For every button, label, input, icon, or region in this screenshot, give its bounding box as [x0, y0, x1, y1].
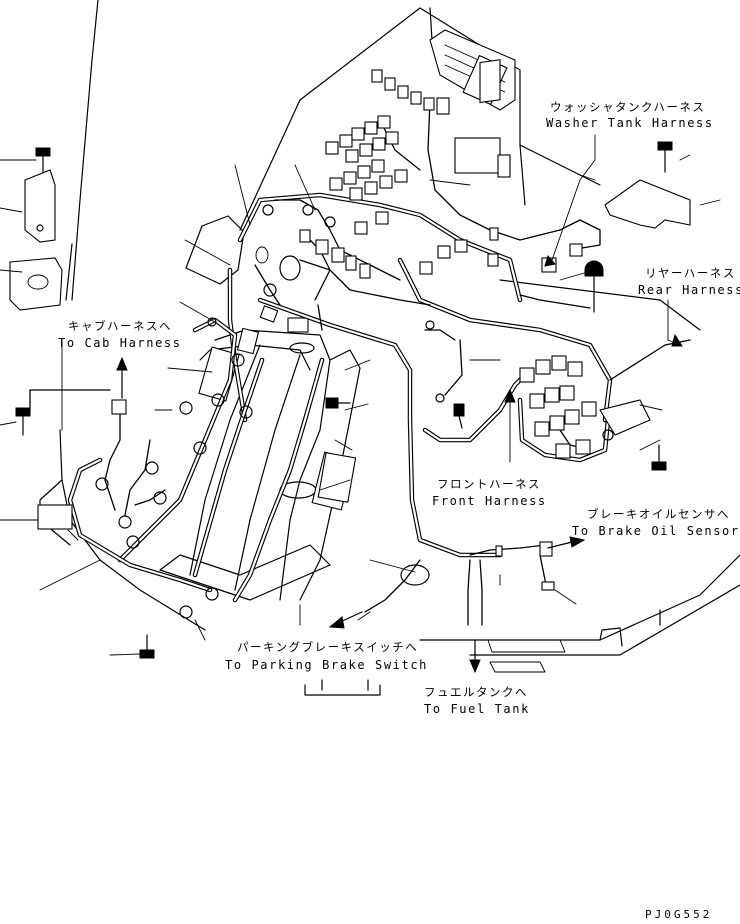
- label-brake-oil-sensor-jp: ブレーキオイルセンサへ: [587, 507, 730, 521]
- label-rear-harness-en: Rear Harness: [638, 283, 740, 297]
- label-rear-harness-jp: リヤーハーネス: [645, 266, 736, 280]
- label-cab-harness-en: To Cab Harness: [58, 336, 182, 350]
- relay-cluster: [37, 29, 691, 591]
- label-washer-tank-en: Washer Tank Harness: [546, 116, 714, 130]
- label-fuel-tank-jp: フュエルタンクへ: [424, 685, 528, 699]
- label-front-harness-jp: フロントハーネス: [437, 477, 541, 491]
- cab-frame-outline: [39, 0, 740, 696]
- label-brake-oil-sensor-en: To Brake Oil Sensor: [572, 524, 740, 538]
- arrows: [116, 254, 683, 674]
- label-fuel-tank-en: To Fuel Tank: [424, 702, 530, 716]
- steering-column: [189, 305, 361, 601]
- bolts: [15, 141, 673, 659]
- clamps: [95, 204, 614, 619]
- label-cab-harness-jp: キャブハーネスへ: [68, 319, 172, 333]
- drawing-code: PJ0G552: [645, 908, 712, 921]
- label-front-harness-en: Front Harness: [432, 494, 547, 508]
- main-harness: [29, 99, 691, 626]
- left-brackets: [9, 169, 63, 311]
- label-washer-tank-jp: ウォッシャタンクハーネス: [550, 100, 705, 114]
- leader-lines: [0, 134, 721, 656]
- label-parking-brake-en: To Parking Brake Switch: [225, 658, 428, 672]
- label-parking-brake-jp: パーキングブレーキスイッチへ: [237, 640, 418, 654]
